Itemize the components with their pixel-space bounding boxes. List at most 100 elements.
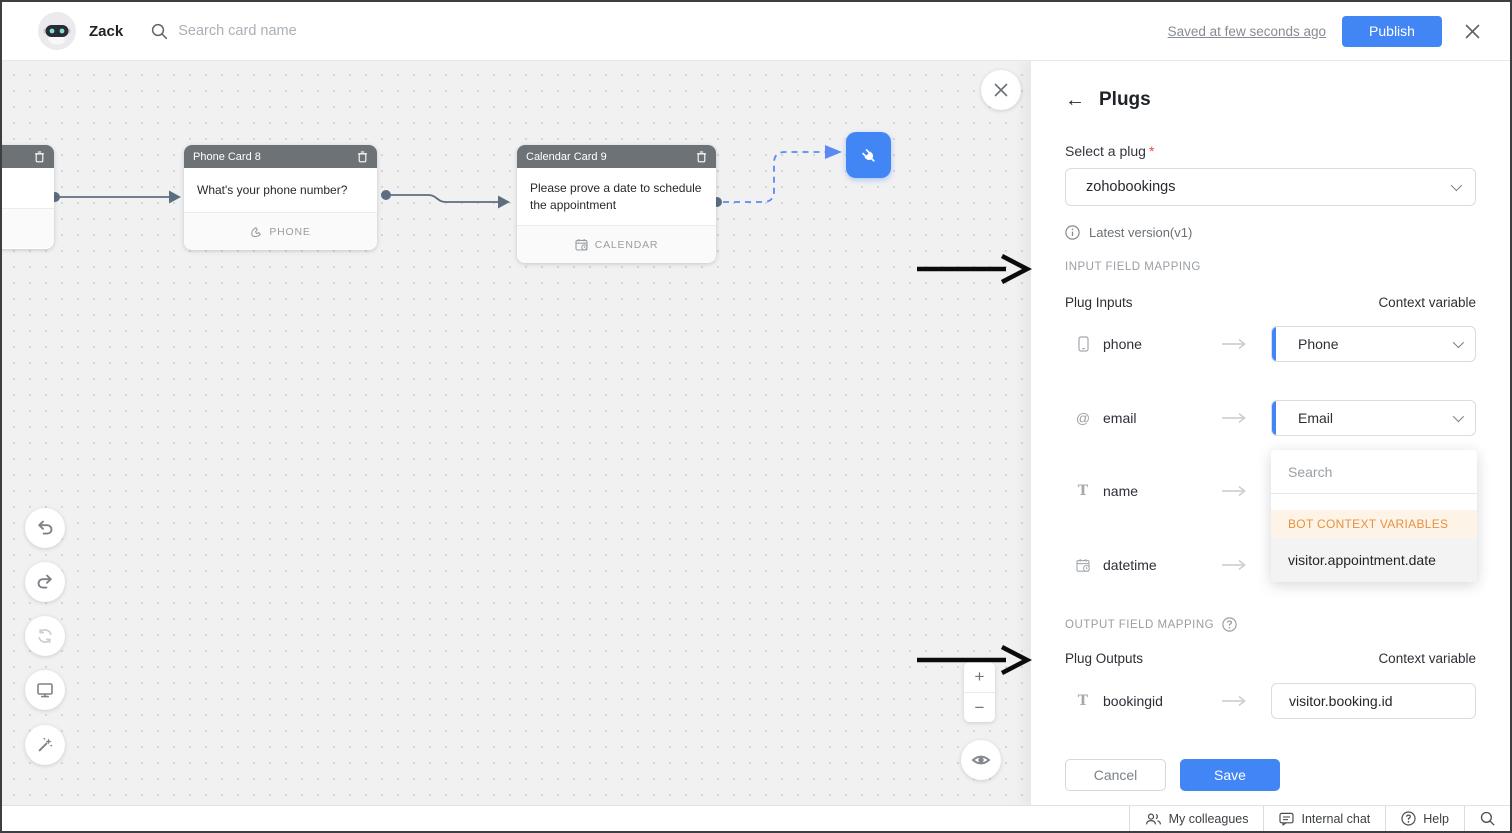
- close-icon: [1465, 24, 1479, 38]
- eye-icon: [971, 755, 991, 765]
- select-plug-label: Select a plug*: [1065, 143, 1155, 159]
- mapping-arrow-icon: [1221, 559, 1247, 571]
- card-body-text: What's your phone number?: [197, 183, 348, 197]
- statusbar-search-button[interactable]: [1464, 806, 1510, 831]
- context-variable-header: Context variable: [1378, 651, 1476, 666]
- chat-bubble-icon: [1279, 812, 1295, 826]
- mapping-arrow-icon: [1221, 695, 1247, 707]
- input-row-email: @ email Email: [1065, 400, 1476, 436]
- dropdown-option[interactable]: visitor.appointment.date: [1271, 538, 1477, 582]
- card-type-label: PHONE: [269, 225, 311, 238]
- people-icon: [1145, 812, 1161, 824]
- context-variable-select[interactable]: Email: [1271, 400, 1476, 436]
- my-colleagues-button[interactable]: My colleagues: [1128, 806, 1264, 831]
- search-card-input[interactable]: [178, 23, 399, 39]
- flow-card-header: Phone Card 8: [184, 145, 377, 168]
- plug-input-name: name: [1103, 483, 1139, 499]
- text-type-icon: T: [1077, 693, 1089, 709]
- context-variable-header: Context variable: [1378, 295, 1476, 310]
- context-variable-select[interactable]: Phone: [1271, 326, 1476, 362]
- dropdown-search: [1271, 450, 1477, 494]
- help-circle-icon: [1401, 811, 1416, 826]
- card-title: Phone Card 8: [193, 150, 261, 163]
- phone-handset-icon: [251, 226, 262, 237]
- plug-card-node[interactable]: [846, 132, 891, 178]
- panel-title: Plugs: [1099, 89, 1151, 110]
- mobile-phone-icon: [1075, 336, 1091, 352]
- flow-card-header: Calendar Card 9: [517, 145, 716, 168]
- context-variable-dropdown: BOT CONTEXT VARIABLES visitor.appointmen…: [1271, 450, 1477, 582]
- magic-wand-icon: [38, 737, 53, 752]
- required-mark: *: [1148, 143, 1155, 159]
- zoom-controls: + −: [964, 662, 995, 722]
- monitor-icon: [37, 683, 53, 698]
- save-button[interactable]: Save: [1180, 759, 1280, 791]
- input-row-datetime: datetime: [1065, 547, 1476, 583]
- bot-name: Zack: [89, 22, 124, 40]
- back-arrow-icon[interactable]: ←: [1065, 89, 1085, 111]
- select-accent-bar: [1272, 327, 1276, 361]
- zoom-in-button[interactable]: +: [964, 662, 995, 693]
- redo-icon: [37, 574, 52, 589]
- flow-card-partial[interactable]: [2, 145, 54, 249]
- sync-button[interactable]: [25, 616, 65, 656]
- close-panel-fab[interactable]: [981, 70, 1021, 110]
- flow-card-calendar[interactable]: Calendar Card 9 Please prove a date to s…: [517, 145, 716, 263]
- publish-button[interactable]: Publish: [1342, 15, 1442, 47]
- close-builder-button[interactable]: [1456, 15, 1488, 47]
- dropdown-search-input[interactable]: [1288, 463, 1460, 480]
- plug-input-name: email: [1103, 410, 1137, 426]
- output-mapping-section-title: OUTPUT FIELD MAPPING: [1065, 617, 1237, 632]
- plug-select-value: zohobookings: [1086, 179, 1176, 195]
- text-type-icon: T: [1077, 483, 1089, 499]
- output-row-bookingid: T bookingid: [1065, 683, 1476, 719]
- mapping-arrow-icon: [1221, 412, 1247, 424]
- help-button[interactable]: Help: [1385, 806, 1464, 831]
- sync-icon: [38, 628, 52, 644]
- help-circle-icon[interactable]: [1222, 617, 1237, 632]
- saved-status-link[interactable]: Saved at few seconds ago: [1167, 23, 1326, 39]
- mapping-arrow-icon: [1221, 485, 1247, 497]
- input-row-phone: phone Phone: [1065, 326, 1476, 362]
- delete-card-icon[interactable]: [34, 150, 45, 163]
- search-icon: [1480, 811, 1495, 826]
- card-title: Calendar Card 9: [526, 150, 607, 163]
- flow-card-phone[interactable]: Phone Card 8 What's your phone number? P…: [184, 145, 377, 250]
- cancel-button[interactable]: Cancel: [1065, 759, 1166, 791]
- close-icon: [994, 83, 1008, 97]
- version-note: Latest version(v1): [1065, 225, 1192, 240]
- flow-canvas[interactable]: Phone Card 8 What's your phone number? P…: [2, 61, 1030, 807]
- mapping-arrow-icon: [1221, 338, 1247, 350]
- preview-display-button[interactable]: [25, 670, 65, 710]
- delete-card-icon[interactable]: [696, 150, 707, 163]
- input-row-name: T name: [1065, 473, 1476, 509]
- card-search: [151, 23, 399, 40]
- robot-face-icon: [38, 12, 76, 50]
- redo-button[interactable]: [25, 562, 65, 602]
- magic-wand-button[interactable]: [25, 725, 65, 765]
- context-variable-input[interactable]: [1271, 683, 1476, 719]
- internal-chat-button[interactable]: Internal chat: [1263, 806, 1385, 831]
- preview-eye-button[interactable]: [961, 740, 1001, 780]
- plug-icon: [862, 148, 875, 162]
- chevron-down-icon: [1452, 336, 1465, 349]
- undo-icon: [38, 520, 53, 535]
- chevron-down-icon: [1452, 410, 1465, 423]
- plug-select[interactable]: zohobookings: [1065, 168, 1476, 206]
- input-mapping-section-title: INPUT FIELD MAPPING: [1065, 261, 1201, 273]
- delete-card-icon[interactable]: [357, 150, 368, 163]
- plug-outputs-header: Plug Outputs: [1065, 651, 1144, 666]
- zoom-out-button[interactable]: −: [964, 692, 995, 722]
- flow-card-header: [2, 145, 54, 168]
- datetime-icon: [1075, 558, 1091, 573]
- card-type-label: CALENDAR: [594, 238, 659, 251]
- plug-inputs-header: Plug Inputs: [1065, 295, 1133, 310]
- info-icon: [1065, 225, 1080, 240]
- dropdown-group-header: BOT CONTEXT VARIABLES: [1271, 510, 1477, 538]
- undo-button[interactable]: [25, 508, 65, 548]
- at-sign-icon: @: [1075, 410, 1091, 426]
- calendar-icon: [575, 239, 588, 251]
- bot-avatar: [38, 12, 76, 50]
- plug-output-name: bookingid: [1103, 693, 1163, 709]
